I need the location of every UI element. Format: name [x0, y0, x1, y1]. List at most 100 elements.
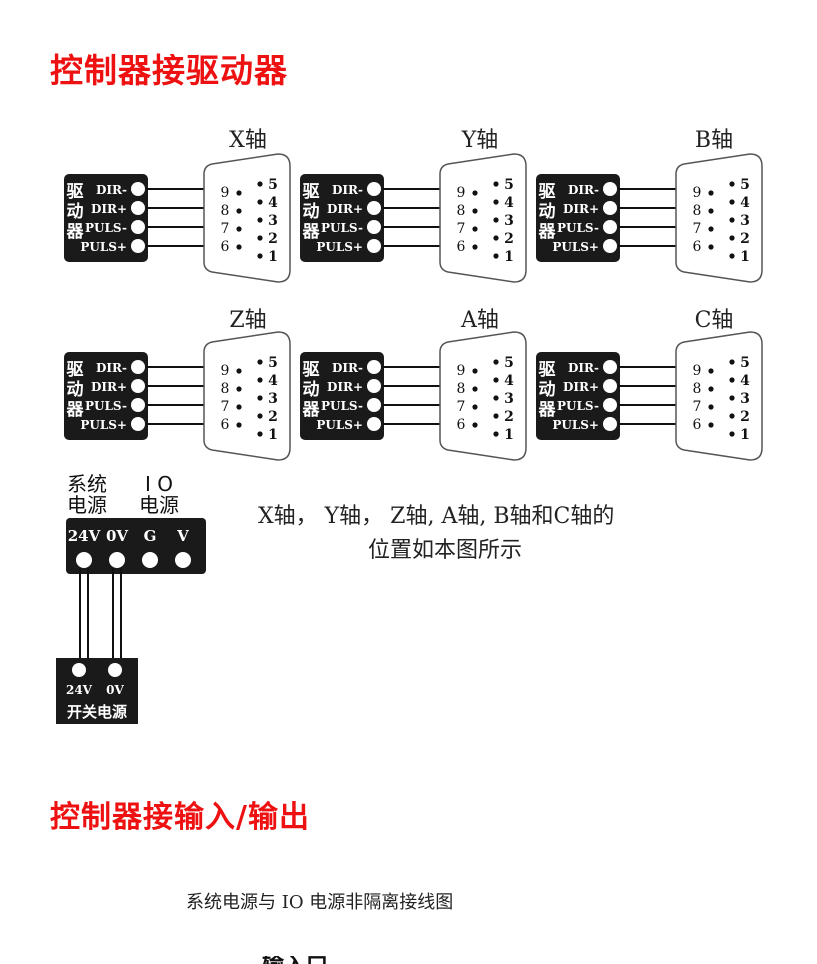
driver-label-char-z: 驱: [67, 360, 84, 380]
terminal-label-v: V: [176, 527, 189, 545]
db9-pin-dot-b: [729, 181, 735, 187]
switch-psu-24v-dot: [72, 663, 86, 677]
driver-block-y: [300, 174, 384, 262]
db9-pin-dot-x: [236, 208, 242, 214]
driver-label-char-a: 驱: [303, 360, 320, 380]
axis-title-y: Y轴: [461, 128, 499, 153]
db9-pin-number-y: 2: [504, 231, 514, 247]
db9-pin-number-b: 6: [693, 239, 702, 255]
driver-pin-dot-b: [603, 239, 617, 253]
db9-pin-number-c: 8: [693, 381, 702, 397]
db9-pin-number-z: 6: [221, 417, 230, 433]
driver-pin-dot-z: [131, 360, 145, 374]
db9-pin-dot-z: [257, 377, 263, 383]
driver-label-char-b: 动: [539, 202, 556, 222]
driver-label-char-x: 驱: [67, 182, 84, 202]
db9-pin-dot-x: [257, 181, 263, 187]
db9-pin-dot-b: [708, 244, 714, 250]
driver-pin-dot-a: [367, 379, 381, 393]
db9-pin-number-a: 8: [457, 381, 466, 397]
db9-pin-dot-a: [493, 431, 499, 437]
driver-label-char-x: 动: [67, 202, 84, 222]
driver-pin-dot-z: [131, 417, 145, 431]
db9-pin-dot-a: [493, 413, 499, 419]
db9-pin-number-c: 3: [740, 391, 750, 407]
db9-pin-dot-y: [493, 199, 499, 205]
db9-pin-number-y: 6: [457, 239, 466, 255]
driver-pin-label-z: PULS-: [85, 399, 127, 413]
db9-pin-dot-x: [236, 226, 242, 232]
driver-pin-dot-a: [367, 398, 381, 412]
db9-pin-dot-z: [257, 359, 263, 365]
db9-pin-dot-c: [708, 404, 714, 410]
driver-pin-label-a: PULS+: [316, 418, 363, 432]
driver-pin-dot-a: [367, 417, 381, 431]
db9-pin-dot-z: [257, 413, 263, 419]
db9-pin-dot-y: [472, 226, 478, 232]
axis-title-b: B轴: [694, 128, 734, 153]
db9-pin-dot-b: [729, 253, 735, 259]
db9-pin-number-x: 7: [221, 221, 230, 237]
terminal-v-dot: [175, 552, 191, 568]
driver-pin-dot-z: [131, 379, 145, 393]
driver-pin-dot-c: [603, 379, 617, 393]
driver-pin-dot-y: [367, 220, 381, 234]
db9-pin-dot-a: [493, 377, 499, 383]
db9-pin-dot-y: [493, 217, 499, 223]
db9-pin-dot-y: [472, 208, 478, 214]
driver-label-char-b: 器: [538, 222, 557, 242]
db9-pin-number-c: 7: [693, 399, 702, 415]
io-power-label-line1: I O: [145, 472, 173, 496]
db9-pin-dot-b: [708, 208, 714, 214]
db9-pin-number-b: 7: [693, 221, 702, 237]
db9-pin-dot-x: [257, 235, 263, 241]
driver-pin-dot-y: [367, 201, 381, 215]
db9-pin-number-b: 8: [693, 203, 702, 219]
switch-psu-label-0v: 0V: [106, 683, 124, 697]
bottom-cutoff-text: 输入口: [262, 956, 328, 964]
driver-label-char-z: 器: [66, 400, 85, 420]
db9-pin-dot-x: [236, 244, 242, 250]
db9-pin-dot-c: [729, 413, 735, 419]
io-heading: 控制器接输入/输出: [50, 800, 310, 835]
axis-title-a: A轴: [461, 308, 499, 333]
db9-pin-number-b: 5: [740, 177, 750, 193]
db9-pin-number-a: 1: [504, 427, 514, 443]
db9-pin-dot-c: [729, 359, 735, 365]
db9-pin-dot-b: [729, 235, 735, 241]
terminal-label-g: G: [144, 527, 157, 545]
db9-pin-number-c: 9: [693, 363, 702, 379]
db9-pin-number-b: 2: [740, 231, 750, 247]
driver-pin-label-z: PULS+: [80, 418, 127, 432]
driver-pin-dot-c: [603, 417, 617, 431]
driver-pin-dot-b: [603, 201, 617, 215]
db9-pin-dot-a: [493, 395, 499, 401]
db9-connector-y: [439, 153, 527, 283]
terminal-24v-dot: [76, 552, 92, 568]
wiring-caption: 系统电源与 IO 电源非隔离接线图: [186, 892, 454, 913]
db9-pin-number-y: 5: [504, 177, 514, 193]
system-power-label-line2: 电源: [67, 493, 107, 517]
bottom-cutoff-label: 输入口: [262, 956, 328, 964]
db9-pin-dot-a: [472, 404, 478, 410]
driver-pin-label-y: PULS-: [321, 221, 363, 235]
db9-pin-number-b: 4: [740, 195, 750, 211]
db9-pin-dot-z: [236, 422, 242, 428]
db9-pin-dot-c: [729, 431, 735, 437]
db9-pin-number-b: 9: [693, 185, 702, 201]
terminal-label-24v: 24V: [68, 527, 101, 545]
db9-pin-number-a: 6: [457, 417, 466, 433]
system-power-label-line1: 系统: [67, 472, 107, 496]
io-power-label: I O 电源: [134, 474, 184, 516]
db9-pin-dot-a: [472, 368, 478, 374]
switch-psu-label-24v: 24V: [66, 683, 93, 697]
driver-pin-dot-x: [131, 201, 145, 215]
driver-pin-label-y: DIR-: [332, 183, 363, 197]
driver-block-a: [300, 352, 384, 440]
db9-pin-dot-y: [493, 181, 499, 187]
